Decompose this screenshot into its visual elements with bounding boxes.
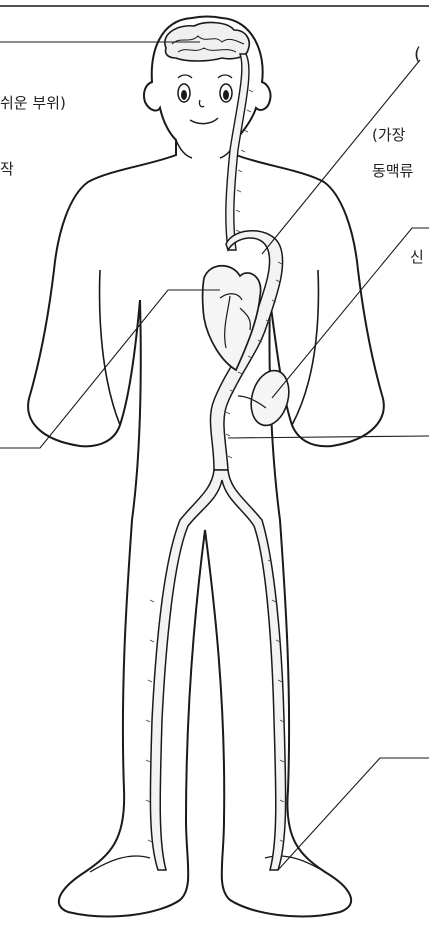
carotid-artery [226, 54, 249, 250]
right-eyebrow [218, 75, 232, 78]
right-arm-inner-line [292, 270, 318, 425]
iliac-arteries [150, 470, 285, 870]
leader-aortic-arch [262, 60, 420, 254]
leader-leg-artery [278, 758, 429, 870]
left-foot-line [90, 856, 150, 872]
label-right-4: ( [414, 44, 421, 65]
leader-kidney [272, 228, 429, 398]
nose [199, 100, 204, 107]
right-pupil [223, 90, 229, 100]
leader-abdominal-aorta [228, 436, 429, 438]
body-outline [28, 17, 384, 917]
left-pupil [181, 90, 187, 100]
neck-line-left [176, 140, 192, 158]
label-left-2: 작 [0, 158, 14, 179]
label-left-1: 쉬운 부위) [0, 92, 66, 113]
mouth [190, 118, 218, 124]
left-arm-inner-line [100, 270, 120, 425]
left-eyebrow [178, 75, 192, 78]
label-right-1: (가장 [372, 124, 405, 145]
label-right-2: 동맥류 [372, 160, 413, 181]
kidney [245, 366, 294, 429]
label-right-3: 신 [410, 246, 424, 267]
